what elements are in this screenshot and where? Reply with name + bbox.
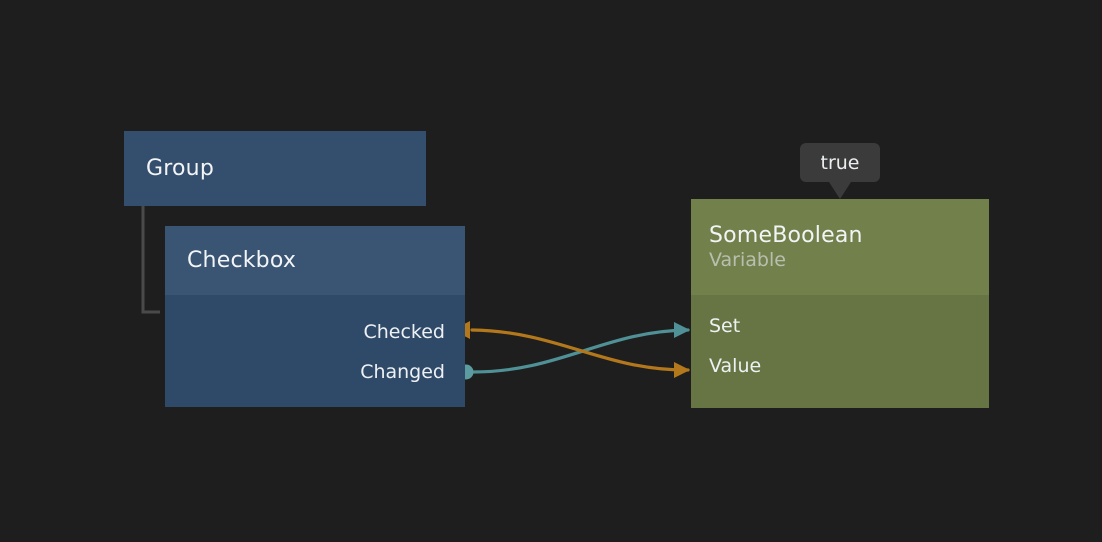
node-group[interactable]: Group: [124, 131, 426, 206]
port-input-value[interactable]: Value: [709, 355, 762, 377]
wire-value-to-checked-arrowhead: [674, 362, 690, 378]
value-tooltip-pointer: [829, 182, 851, 199]
node-group-title: Group: [146, 155, 214, 181]
port-output-checked[interactable]: Checked: [363, 321, 445, 343]
port-output-changed[interactable]: Changed: [360, 361, 445, 383]
node-variable-header[interactable]: SomeBoolean Variable: [691, 199, 989, 295]
node-checkbox-title: Checkbox: [187, 247, 297, 273]
port-input-set[interactable]: Set: [709, 315, 741, 337]
node-variable-body: Set Value: [691, 295, 989, 408]
node-checkbox-header[interactable]: Checkbox: [165, 226, 465, 295]
node-group-header[interactable]: Group: [124, 131, 426, 206]
node-variable-title: SomeBoolean: [709, 222, 863, 248]
node-checkbox[interactable]: Checkbox Checked Changed: [165, 226, 465, 407]
node-checkbox-body: Checked Changed: [165, 295, 465, 407]
value-tooltip-text: true: [820, 151, 860, 174]
wire-changed-to-set-arrowhead: [674, 322, 690, 338]
node-variable[interactable]: SomeBoolean Variable Set Value: [691, 199, 989, 408]
node-variable-subtitle: Variable: [709, 248, 786, 271]
wire-changed-to-set: [471, 328, 690, 374]
wire-value-to-checked: [470, 328, 690, 372]
value-tooltip: true: [800, 143, 880, 199]
